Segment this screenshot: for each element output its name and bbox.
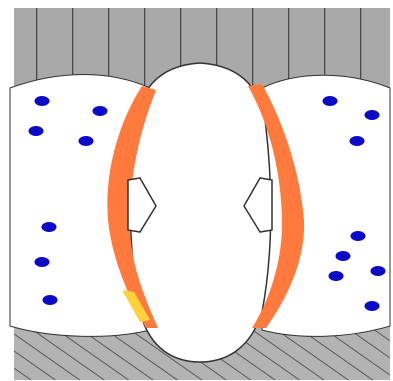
dot — [350, 136, 365, 146]
dot — [365, 301, 380, 311]
dot — [336, 251, 351, 261]
dot — [43, 295, 58, 305]
dot — [79, 136, 94, 146]
dot — [371, 266, 386, 276]
dot — [323, 96, 338, 106]
dot — [365, 110, 380, 120]
dot — [93, 106, 108, 116]
dot — [35, 96, 50, 106]
dot — [351, 231, 366, 241]
dot — [35, 257, 50, 267]
dot — [42, 222, 57, 232]
dot — [329, 271, 344, 281]
dot — [29, 126, 44, 136]
